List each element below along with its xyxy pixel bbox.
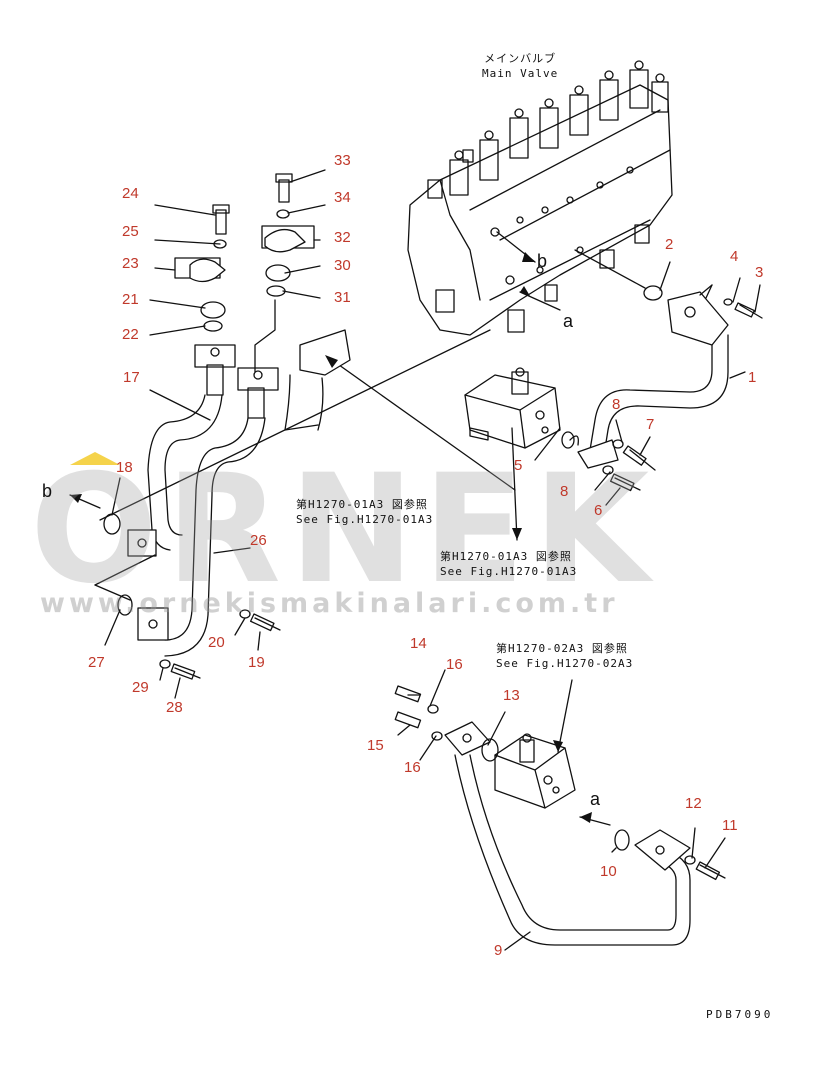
callout-12: 12 (685, 795, 702, 812)
callout-23: 23 (122, 255, 139, 272)
callout-10: 10 (600, 863, 617, 880)
callout-26: 26 (250, 532, 267, 549)
callout-25: 25 (122, 223, 139, 240)
callout-17: 17 (123, 369, 140, 386)
callout-8-upper: 8 (612, 396, 621, 413)
callout-33: 33 (334, 152, 351, 169)
main-valve-assembly (407, 60, 673, 336)
reference-note-2-jp: 第H1270-01A3 図参照 (440, 550, 572, 563)
connection-letter-b-upper: b (537, 251, 548, 271)
callout-11: 11 (722, 817, 738, 834)
callout-16-upper: 16 (446, 656, 463, 673)
connection-letter-b-left: b (42, 481, 53, 501)
callout-27: 27 (88, 654, 105, 671)
reference-note-1-jp: 第H1270-01A3 図参照 (296, 498, 428, 511)
main-valve-label: メインバルブ Main Valve (482, 52, 558, 82)
callout-6: 6 (594, 502, 603, 519)
callout-8-lower: 8 (560, 483, 569, 500)
callout-14: 14 (410, 635, 427, 652)
drawing-code: PDB7090 (706, 1008, 774, 1021)
callout-30: 30 (334, 257, 351, 274)
pipe-26 (164, 367, 279, 657)
callout-9: 9 (494, 942, 503, 959)
callout-19: 19 (248, 654, 265, 671)
reference-note-2-en: See Fig.H1270-01A3 (440, 564, 578, 578)
pipe-1 (577, 291, 729, 469)
callout-20: 20 (208, 634, 225, 651)
callout-5: 5 (514, 457, 523, 474)
connection-letter-a-upper: a (563, 311, 574, 331)
reference-note-2: 第H1270-01A3 図参照 See Fig.H1270-01A3 (440, 550, 577, 580)
callout-21: 21 (122, 291, 139, 308)
reference-note-3: 第H1270-02A3 図参照 See Fig.H1270-02A3 (496, 642, 633, 672)
watermark-url: www.ornekismakinalari.com.tr (40, 588, 619, 619)
callout-18: 18 (116, 459, 133, 476)
block-5 (464, 367, 561, 449)
pipe-9 (444, 721, 691, 946)
callout-24: 24 (122, 185, 139, 202)
callout-3: 3 (755, 264, 764, 281)
callout-13: 13 (503, 687, 520, 704)
callout-4: 4 (730, 248, 739, 265)
callout-16-lower: 16 (404, 759, 421, 776)
reference-note-1-en: See Fig.H1270-01A3 (296, 512, 434, 526)
watermark-brand: ORNEK (30, 443, 658, 617)
pipe-17 (147, 344, 236, 551)
callout-1: 1 (748, 369, 757, 386)
callout-7: 7 (646, 416, 655, 433)
reference-note-3-en: See Fig.H1270-02A3 (496, 656, 634, 670)
callout-34: 34 (334, 189, 351, 206)
callout-31: 31 (334, 289, 351, 306)
reference-note-1: 第H1270-01A3 図参照 See Fig.H1270-01A3 (296, 498, 433, 528)
callout-29: 29 (132, 679, 149, 696)
reference-note-3-jp: 第H1270-02A3 図参照 (496, 642, 628, 655)
main-valve-label-jp: メインバルブ (484, 52, 557, 65)
connection-letter-a-lower: a (590, 789, 601, 809)
callout-15: 15 (367, 737, 384, 754)
block-lower (494, 733, 576, 809)
callout-28: 28 (166, 699, 183, 716)
callout-32: 32 (334, 229, 351, 246)
main-valve-label-en: Main Valve (482, 66, 559, 80)
callout-22: 22 (122, 326, 139, 343)
callout-2: 2 (665, 236, 674, 253)
